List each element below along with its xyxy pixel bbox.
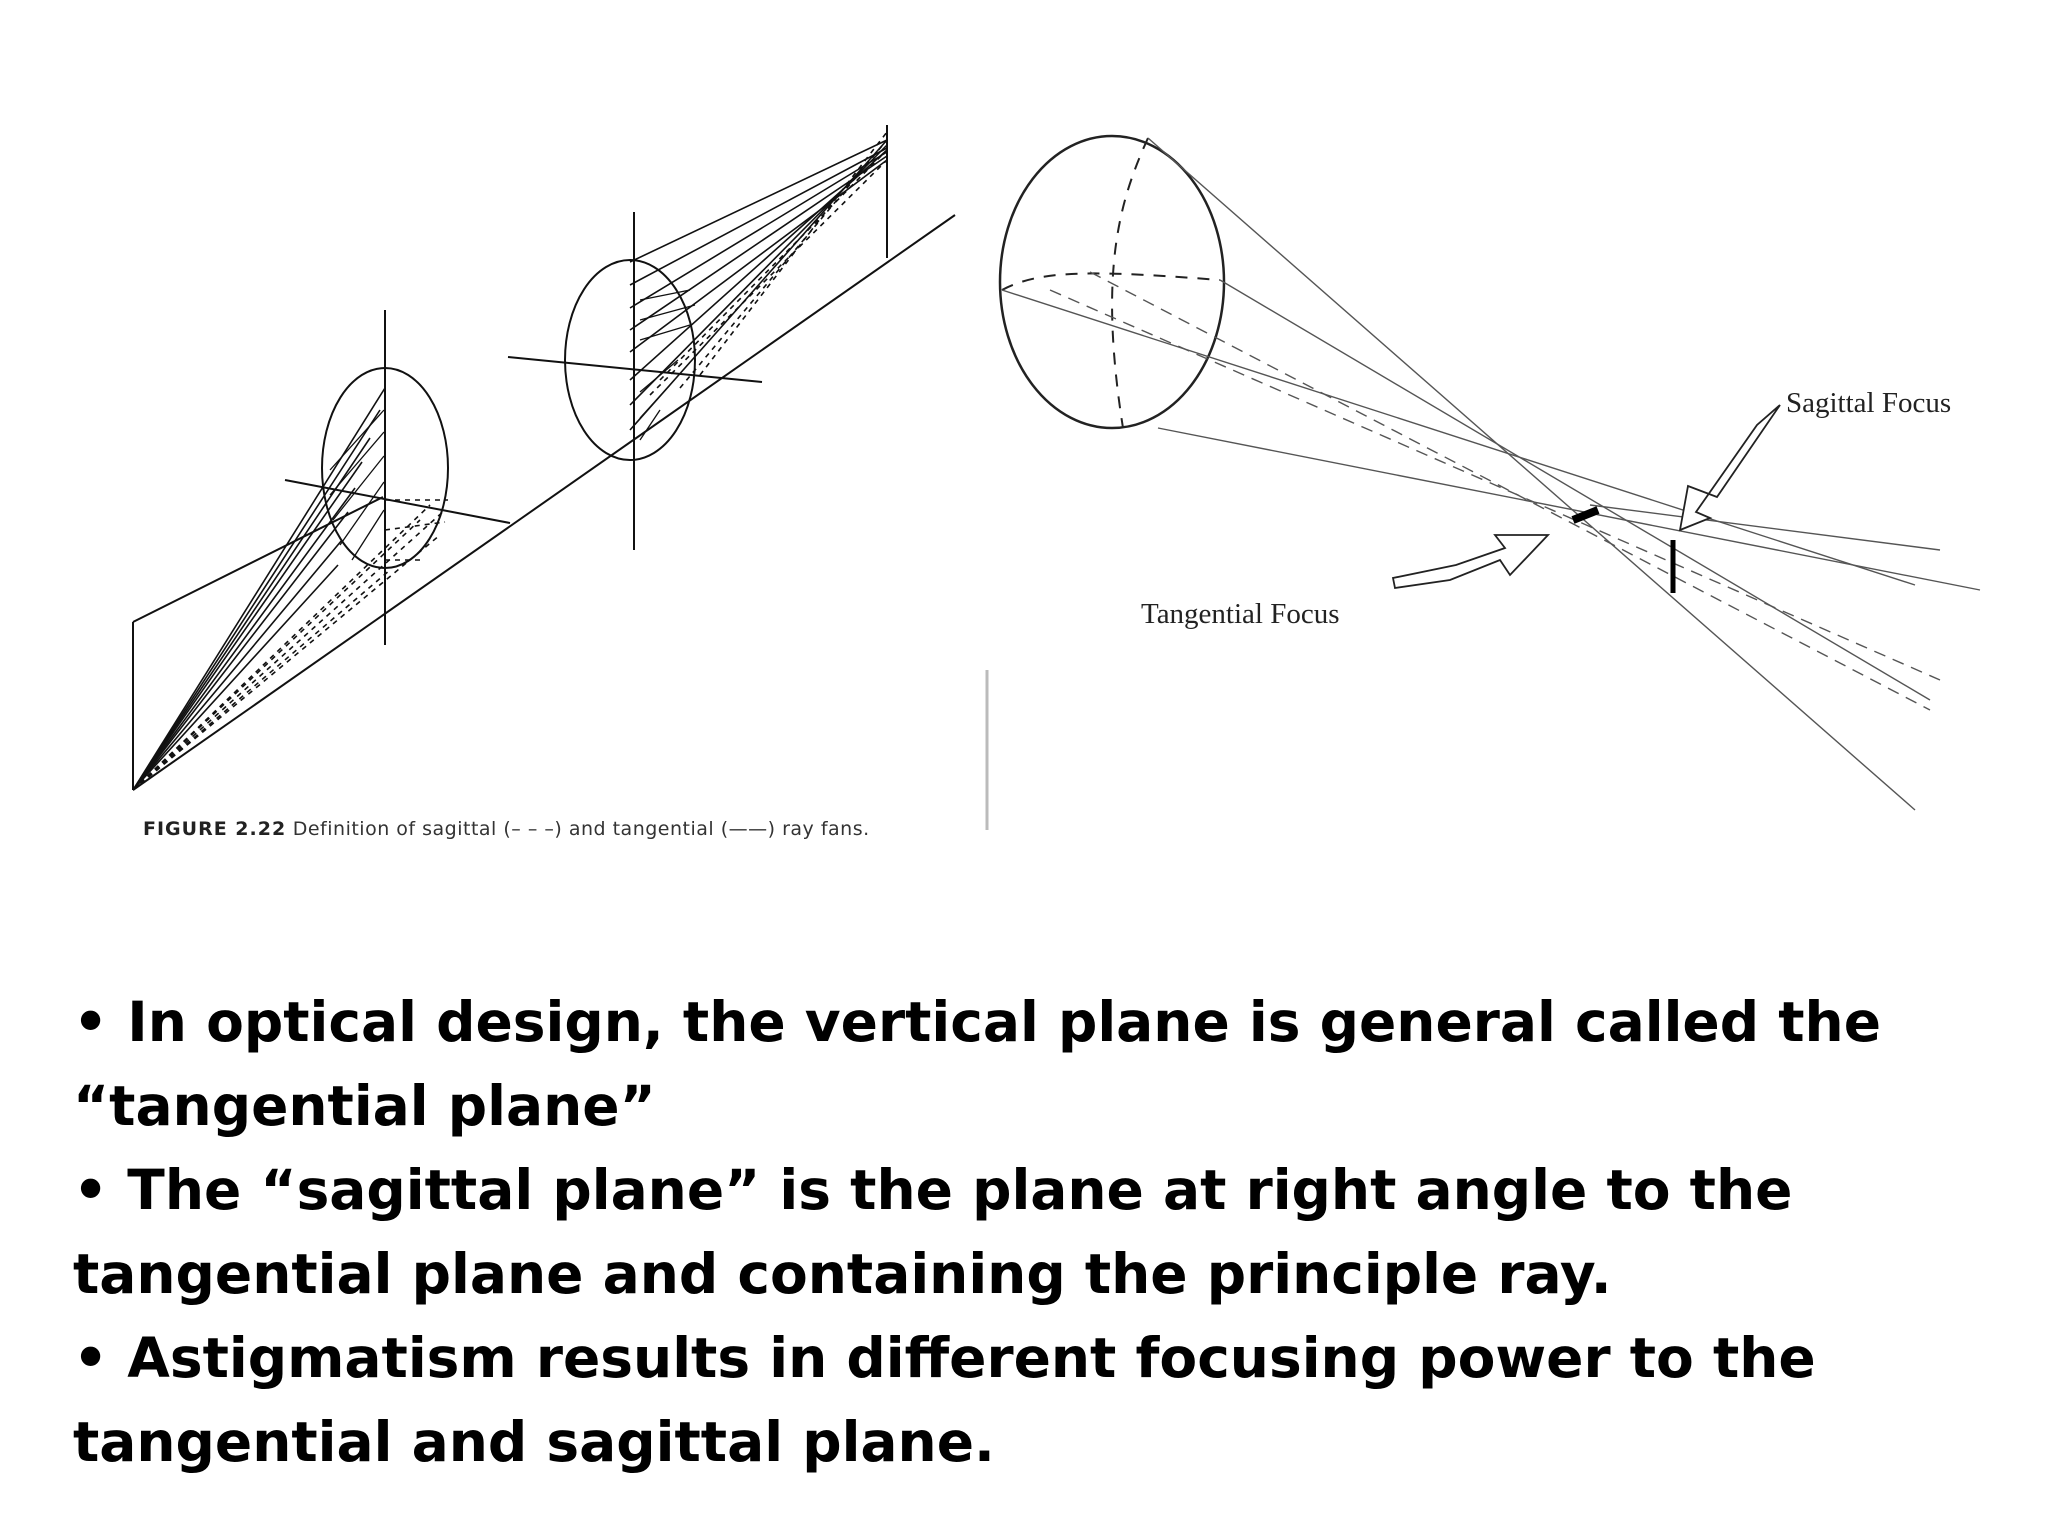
bullet-item: • Astigmatism results in different focus… <box>73 1326 1816 1474</box>
bullet-list: • In optical design, the vertical plane … <box>73 980 2003 1484</box>
aperture-2 <box>507 212 763 550</box>
aperture-1 <box>284 310 511 645</box>
lens-aperture <box>998 134 1226 430</box>
sagittal-arrow-icon <box>1678 404 1781 532</box>
tangential-focus-label: Tangential Focus <box>1141 598 1340 630</box>
tangential-arrow-icon <box>1391 534 1551 590</box>
sagittal-focus-label: Sagittal Focus <box>1786 387 1951 419</box>
astigmatism-foci-diagram: Sagittal Focus Tangential Focus <box>985 134 1981 830</box>
sagittal-fan <box>132 131 888 791</box>
bullet-item: • In optical design, the vertical plane … <box>73 990 1881 1138</box>
tangential-fan <box>132 139 888 791</box>
principal-ray <box>132 214 956 791</box>
aperture-axes <box>1001 137 1221 429</box>
ray-fan-diagram <box>132 125 956 791</box>
figure-caption-text: Definition of sagittal (– – –) and tange… <box>292 818 870 840</box>
figure-number: FIGURE 2.22 <box>143 818 287 840</box>
sagittal-rays <box>1049 271 1941 711</box>
figure-caption: FIGURE 2.22 Definition of sagittal (– – … <box>143 818 870 840</box>
aperture-hatching <box>329 289 696 561</box>
tangential-focus-mark <box>1571 506 1600 524</box>
object-plane <box>132 496 384 790</box>
bullet-item: • The “sagittal plane” is the plane at r… <box>73 1158 1793 1306</box>
converging-rays <box>1001 137 1981 811</box>
